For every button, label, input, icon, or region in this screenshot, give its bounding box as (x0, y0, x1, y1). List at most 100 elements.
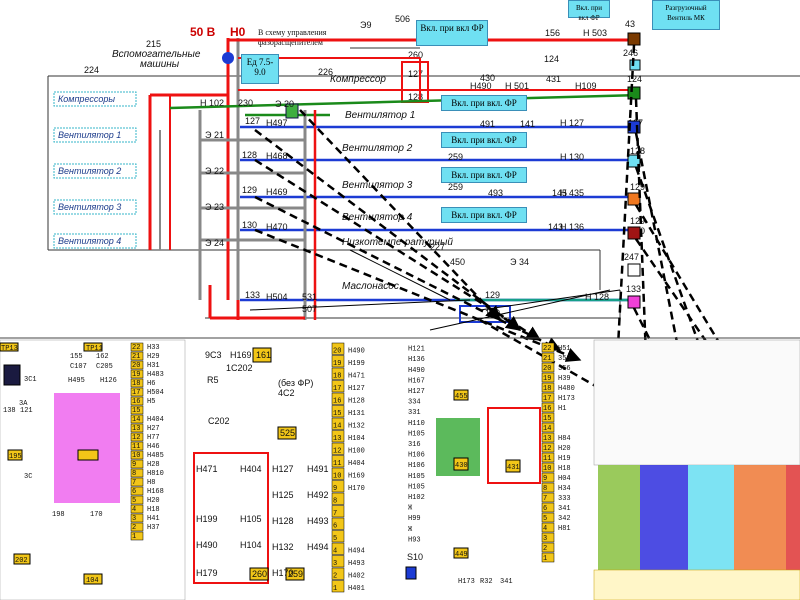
mid-number: 141 (520, 119, 535, 129)
terminal-247 (627, 263, 641, 277)
h199-lower: Н199 (196, 514, 218, 524)
terminal-number: 8 (543, 485, 547, 493)
terminal-number: 22 (543, 345, 551, 353)
motor-e: Э 24 (205, 238, 224, 248)
relay-260-label: 260 (252, 569, 267, 579)
terminal-cell (331, 342, 345, 355)
wire-226: 226 (318, 67, 333, 77)
mid-number: 227 (430, 242, 445, 252)
terminal-number: 5 (543, 515, 547, 523)
terminal-cell (331, 367, 345, 380)
phase-label-2: фазорасщепителем (258, 38, 323, 47)
wire-195: 195 (9, 453, 22, 461)
mid-number: 129 (485, 290, 500, 300)
tp13-label: ТР13 (1, 345, 18, 353)
terminal-number: 21 (543, 355, 551, 363)
terminal-number: 6 (333, 523, 337, 531)
wire-260: 260 (408, 50, 423, 60)
terminal-wire-label: Н127 (408, 388, 425, 396)
terminal-number: 1 (132, 533, 136, 541)
terminal-cell (130, 486, 144, 496)
module-orange (734, 465, 786, 570)
motor-h: Н 102 (200, 98, 224, 108)
callout-row1: Вкл. при вкл. ФР (441, 95, 527, 111)
wire-455: 455 (455, 393, 468, 401)
terminal-cell (331, 417, 345, 430)
terminal-124 (627, 86, 641, 100)
h173-lower: Н173 (458, 578, 475, 586)
wire-224: 224 (84, 65, 99, 75)
terminal-number: 11 (333, 460, 341, 468)
right-wire: 129 (630, 182, 645, 192)
terminal-cell (541, 532, 555, 543)
terminal-cell (331, 530, 345, 543)
terminal-number: 13 (132, 425, 140, 433)
h503: Н 503 (583, 28, 607, 38)
terminal-wire-label: Н37 (147, 524, 160, 532)
wire-430-lower: 430 (455, 462, 468, 470)
terminal-number: 9 (543, 475, 547, 483)
terminal-wire-label: Н494 (348, 548, 365, 556)
terminal-wire-label: Н102 (408, 494, 425, 502)
terminal-cell (130, 342, 144, 352)
terminal-wire-label: Н34 (558, 485, 571, 493)
terminal-wire-label: Н104 (348, 435, 365, 443)
terminal-cell (541, 522, 555, 533)
motor-h: Н497 (266, 118, 288, 128)
terminal-number: 13 (543, 435, 551, 443)
terminal-wire-label: Н490 (348, 348, 365, 356)
terminal-number: 18 (543, 385, 551, 393)
terminal-number: 22 (132, 344, 140, 352)
terminal-cell (331, 442, 345, 455)
terminal-130 (627, 226, 641, 240)
right-h: Н 136 (560, 222, 584, 232)
terminal-wire-label: Н121 (408, 346, 425, 354)
terminal-wire-label: 342 (558, 515, 571, 523)
wire-128: 128 (408, 92, 423, 102)
wire-506: 506 (395, 14, 410, 24)
right-wire: 133 (626, 284, 641, 294)
voltage-label: 50 В (190, 25, 216, 39)
bus-label: Н0 (230, 25, 246, 39)
h127-lower: Н127 (272, 464, 294, 474)
wire-430: 430 (480, 73, 495, 83)
right-wire: 129 (630, 216, 645, 226)
h128-lower: Н128 (272, 516, 294, 526)
terminal-wire-label: Н136 (408, 356, 425, 364)
terminal-cell (130, 351, 144, 361)
terminal-128 (627, 154, 641, 168)
terminal-wire-label: Н1 (558, 405, 566, 413)
terminal-cell (331, 492, 345, 505)
module-box (3, 364, 21, 386)
terminal-number: 16 (132, 398, 140, 406)
h490-label: Н490 (470, 81, 492, 91)
motor-wire: 128 (242, 150, 257, 160)
motor-name: Вентилятор 1 (345, 110, 415, 121)
terminal-cell (130, 405, 144, 415)
right-h: Н 435 (560, 188, 584, 198)
terminal-wire-label: Н490 (408, 367, 425, 375)
terminal-number: 9 (132, 461, 136, 469)
wire-124-top: 124 (544, 54, 559, 64)
terminal-cell (331, 455, 345, 468)
terminal-wire-label: 356 (558, 365, 571, 373)
wire-124-right: 124 (627, 74, 642, 84)
terminal-wire-label: Н19 (558, 455, 571, 463)
colored-modules (598, 465, 800, 570)
terminal-wire-label: Н04 (558, 475, 571, 483)
mid-number: 259 (448, 182, 463, 192)
h404-lower: Н404 (240, 464, 262, 474)
oil-pump-h: Н504 (266, 292, 288, 302)
green-compressor-line (169, 93, 641, 110)
terminal-wire-label: Н127 (348, 385, 365, 393)
h471-lower: Н471 (196, 464, 218, 474)
module-blue (640, 465, 688, 570)
mid-number: Э 34 (510, 257, 529, 267)
terminal-cell (541, 372, 555, 383)
terminal-cell (541, 402, 555, 413)
terminal-cell (541, 382, 555, 393)
motor-wire: 127 (245, 116, 260, 126)
aux-machines-line2: машины (140, 59, 180, 70)
terminal-number: 7 (333, 510, 337, 518)
